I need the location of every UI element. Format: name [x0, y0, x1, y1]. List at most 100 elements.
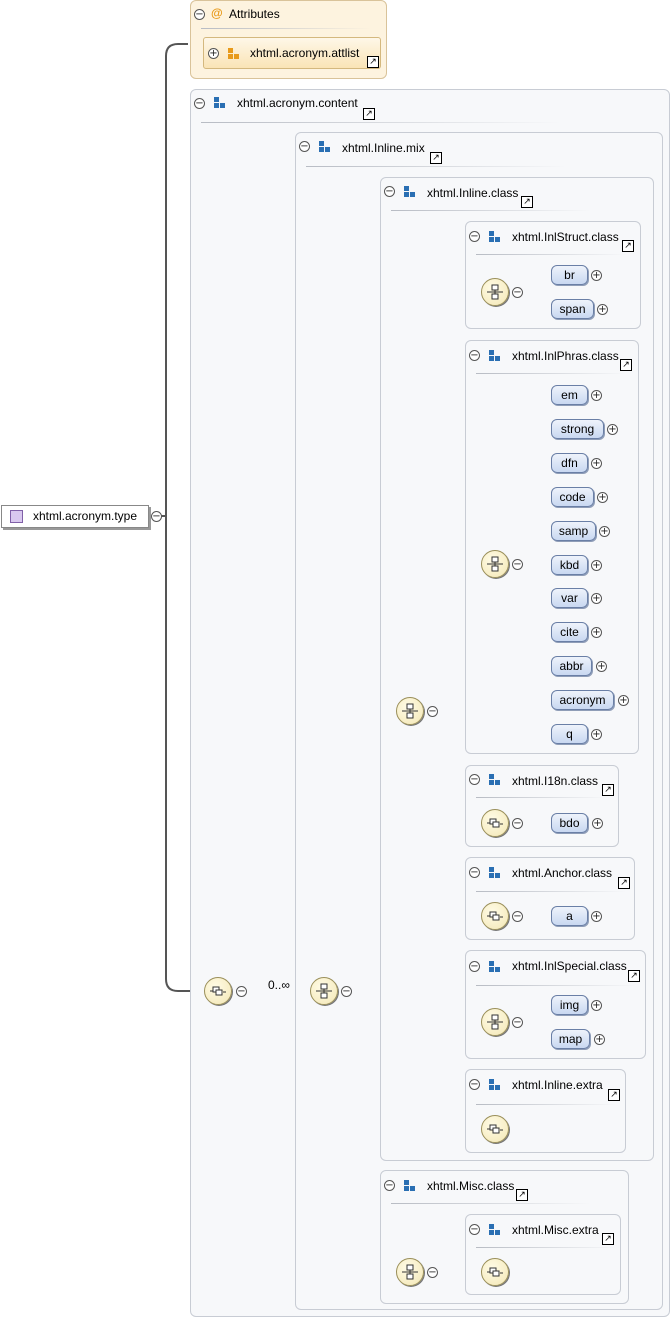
group-icon — [489, 1224, 501, 1236]
group-icon — [489, 350, 501, 362]
sequence-compositor-icon[interactable] — [481, 1115, 509, 1143]
attlist-link-icon[interactable]: ↗ — [367, 56, 379, 68]
choice-compositor-icon[interactable] — [310, 977, 338, 1005]
expand-q-icon[interactable]: + — [591, 729, 602, 740]
misc-extra-title: xhtml.Misc.extra — [512, 1223, 599, 1237]
collapse-i18n-icon[interactable]: − — [469, 774, 480, 785]
collapse-choice-icon[interactable]: − — [512, 287, 523, 298]
element-samp[interactable]: samp — [551, 521, 596, 541]
inlphras-link-icon[interactable]: ↗ — [620, 359, 632, 371]
collapse-sequence-icon[interactable]: − — [512, 911, 523, 922]
expand-cite-icon[interactable]: + — [591, 627, 602, 638]
expand-kbd-icon[interactable]: + — [591, 560, 602, 571]
choice-compositor-icon[interactable] — [396, 1258, 424, 1286]
expand-map-icon[interactable]: + — [594, 1034, 605, 1045]
inline-extra-link-icon[interactable]: ↗ — [608, 1089, 620, 1101]
collapse-misc-class-icon[interactable]: − — [384, 1180, 395, 1191]
element-kbd[interactable]: kbd — [551, 555, 588, 575]
inline-class-title: xhtml.Inline.class — [427, 186, 519, 200]
collapse-attributes-icon[interactable]: − — [194, 9, 205, 20]
collapse-inline-mix-icon[interactable]: − — [299, 141, 310, 152]
group-icon — [489, 1079, 501, 1091]
choice-compositor-icon[interactable] — [481, 278, 509, 306]
expand-acronym-icon[interactable]: + — [618, 695, 629, 706]
collapse-inline-extra-icon[interactable]: − — [469, 1079, 480, 1090]
collapse-sequence-icon[interactable]: − — [236, 986, 247, 997]
expand-samp-icon[interactable]: + — [599, 526, 610, 537]
group-icon — [489, 231, 501, 243]
group-icon — [489, 961, 501, 973]
misc-class-link-icon[interactable]: ↗ — [516, 1189, 528, 1201]
element-em[interactable]: em — [551, 385, 588, 405]
i18n-title: xhtml.I18n.class — [512, 774, 599, 788]
element-span[interactable]: span — [551, 299, 594, 319]
root-type-box[interactable]: xhtml.acronym.type — [1, 505, 149, 528]
group-icon — [404, 186, 416, 198]
collapse-choice-icon[interactable]: − — [512, 559, 523, 570]
expand-em-icon[interactable]: + — [591, 390, 602, 401]
collapse-inline-class-icon[interactable]: − — [384, 186, 395, 197]
expand-strong-icon[interactable]: + — [607, 424, 618, 435]
collapse-sequence-icon[interactable]: − — [512, 818, 523, 829]
choice-compositor-icon[interactable] — [396, 697, 424, 725]
element-var[interactable]: var — [551, 588, 588, 608]
type-icon — [10, 510, 23, 523]
element-map[interactable]: map — [551, 1029, 590, 1049]
element-code[interactable]: code — [551, 487, 594, 507]
collapse-choice-icon[interactable]: − — [427, 706, 438, 717]
expand-br-icon[interactable]: + — [591, 270, 602, 281]
misc-extra-link-icon[interactable]: ↗ — [602, 1233, 614, 1245]
inlphras-title: xhtml.InlPhras.class — [512, 349, 619, 363]
expand-attlist-icon[interactable]: + — [208, 48, 219, 59]
element-dfn[interactable]: dfn — [551, 453, 588, 473]
expand-img-icon[interactable]: + — [591, 1000, 602, 1011]
element-br[interactable]: br — [551, 265, 588, 285]
collapse-inlspecial-icon[interactable]: − — [469, 961, 480, 972]
expand-abbr-icon[interactable]: + — [596, 661, 607, 672]
inlstruct-title: xhtml.InlStruct.class — [512, 230, 619, 244]
collapse-inlphras-icon[interactable]: − — [469, 350, 480, 361]
collapse-content-icon[interactable]: − — [194, 98, 205, 109]
element-img[interactable]: img — [551, 995, 588, 1015]
sequence-compositor-icon[interactable] — [481, 902, 509, 930]
sequence-compositor-icon[interactable] — [204, 977, 232, 1005]
collapse-choice-icon[interactable]: − — [427, 1267, 438, 1278]
collapse-choice-icon[interactable]: − — [341, 986, 352, 997]
expand-span-icon[interactable]: + — [597, 304, 608, 315]
attlist-box[interactable]: + xhtml.acronym.attlist ↗ — [203, 37, 381, 69]
group-icon — [404, 1180, 416, 1192]
expand-a-icon[interactable]: + — [591, 911, 602, 922]
collapse-misc-extra-icon[interactable]: − — [469, 1224, 480, 1235]
collapse-inlstruct-icon[interactable]: − — [469, 231, 480, 242]
sequence-compositor-icon[interactable] — [481, 809, 509, 837]
element-q[interactable]: q — [551, 724, 588, 744]
expand-bdo-icon[interactable]: + — [592, 818, 603, 829]
element-cite[interactable]: cite — [551, 622, 588, 642]
choice-compositor-icon[interactable] — [481, 550, 509, 578]
inline-mix-link-icon[interactable]: ↗ — [430, 152, 442, 164]
collapse-choice-icon[interactable]: − — [512, 1017, 523, 1028]
expand-code-icon[interactable]: + — [597, 492, 608, 503]
inline-class-link-icon[interactable]: ↗ — [521, 196, 533, 208]
root-type-label: xhtml.acronym.type — [33, 509, 138, 523]
collapse-anchor-icon[interactable]: − — [469, 867, 480, 878]
choice-compositor-icon[interactable] — [481, 1008, 509, 1036]
element-strong[interactable]: strong — [551, 419, 604, 439]
expand-dfn-icon[interactable]: + — [591, 458, 602, 469]
i18n-link-icon[interactable]: ↗ — [602, 784, 614, 796]
element-a[interactable]: a — [551, 906, 588, 926]
content-link-icon[interactable]: ↗ — [363, 108, 375, 120]
element-acronym[interactable]: acronym — [551, 690, 614, 710]
inlstruct-link-icon[interactable]: ↗ — [622, 240, 634, 252]
element-bdo[interactable]: bdo — [551, 813, 588, 833]
sequence-compositor-icon[interactable] — [481, 1258, 509, 1286]
inlphras-box: − xhtml.InlPhras.class ↗ — [465, 340, 639, 754]
expand-var-icon[interactable]: + — [591, 593, 602, 604]
element-abbr[interactable]: abbr — [551, 656, 592, 676]
anchor-link-icon[interactable]: ↗ — [618, 877, 630, 889]
attributes-box: − @ Attributes + xhtml.acronym.attlist ↗ — [190, 0, 387, 79]
group-icon — [489, 867, 501, 879]
content-group-title: xhtml.acronym.content — [237, 96, 358, 110]
inlspecial-link-icon[interactable]: ↗ — [628, 970, 640, 982]
collapse-root-icon[interactable]: − — [151, 511, 162, 522]
